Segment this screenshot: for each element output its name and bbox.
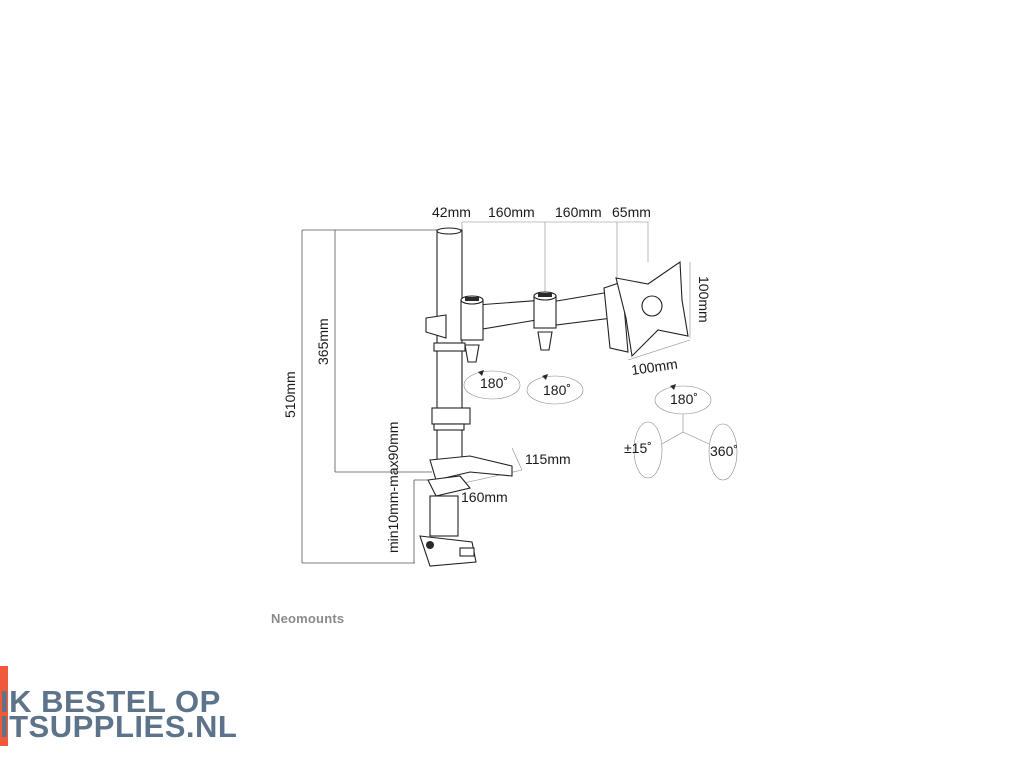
dim-head-offset: 65mm [612,204,651,220]
dim-arm1: 160mm [488,204,535,220]
dim-arm-height: 365mm [315,318,331,365]
dim-total-height: 510mm [282,371,298,418]
dim-vesa-horizontal: 100mm [630,356,678,378]
rotation-icons [463,370,738,481]
promo-line1: IK BESTEL OP [0,684,221,719]
promo-line2: ITSUPPLIES.NL [0,709,238,744]
dim-clamp-depth: 115mm [525,451,571,467]
dim-desk-thickness: min10mm-max90mm [385,422,401,553]
dim-vesa-vertical: 100mm [696,276,712,323]
dimension-labels: 42mm 160mm 160mm 65mm 100mm 100mm 510mm … [282,204,738,553]
brand-label: Neomounts [271,611,345,626]
promo-banner[interactable]: IK BESTEL OP ITSUPPLIES.NL [0,666,240,746]
dim-pole-width: 42mm [432,204,471,220]
promo-accent-bar [0,666,8,746]
pole [431,227,471,463]
dim-arm2: 160mm [555,204,602,220]
vesa-head [603,260,689,358]
dimension-lines [301,221,691,564]
dim-clamp-width: 160mm [461,489,508,505]
desk-clamp [419,455,513,567]
rotation-joint1: 180˚ [480,375,508,391]
rotation-tilt: ±15˚ [624,440,652,456]
rotation-head-swivel: 180˚ [670,391,698,407]
arm-segments [425,291,613,363]
rotation-joint2: 180˚ [543,382,571,398]
rotation-rotate: 360˚ [710,443,738,459]
